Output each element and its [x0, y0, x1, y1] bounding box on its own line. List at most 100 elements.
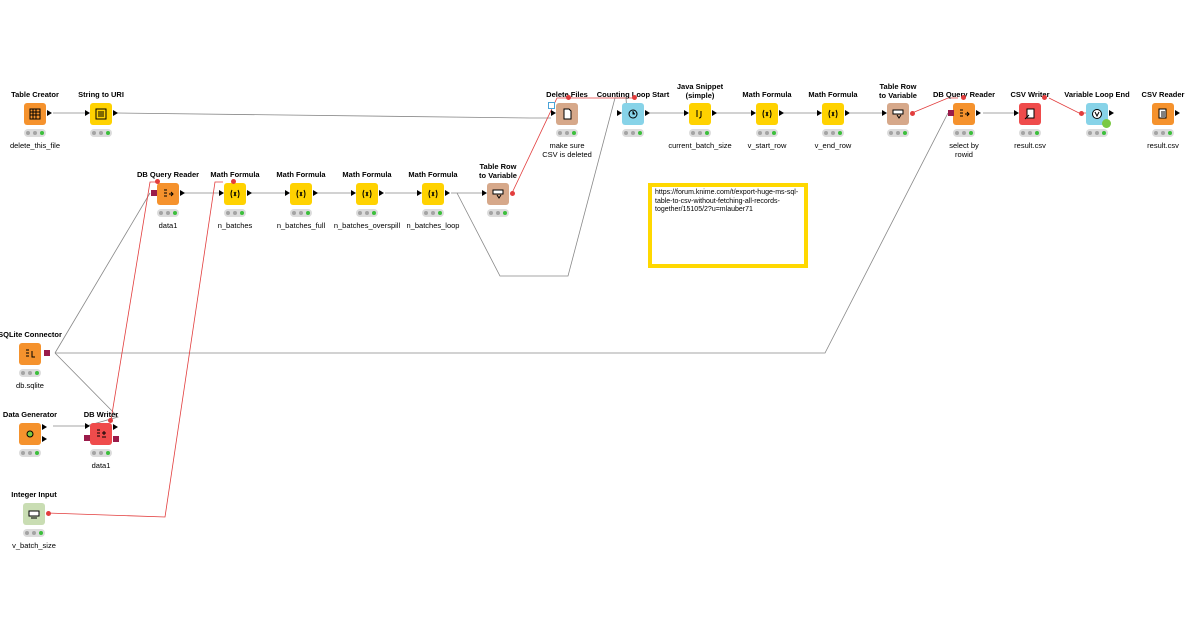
node-db-query-reader-top[interactable]: DB Query Reader select by rowid: [904, 90, 1024, 170]
node-label: result.csv: [1014, 141, 1046, 150]
node-status: [556, 129, 578, 137]
integer-input-icon: [23, 503, 45, 525]
file-delete-icon: [556, 103, 578, 125]
workflow-annotation[interactable]: https://forum.knime.com/t/export-huge-ms…: [648, 183, 808, 268]
node-csv-reader[interactable]: CSV Reader result.csv: [1103, 90, 1200, 170]
node-label: make sure CSV is deleted: [542, 141, 592, 159]
formula-icon: [422, 183, 444, 205]
node-title: DB Query Reader: [136, 170, 200, 179]
node-label: data1: [91, 461, 111, 470]
node-title: Math Formula: [808, 90, 858, 99]
db-read-icon: [953, 103, 975, 125]
node-delete-files[interactable]: Delete Files make sure CSV is deleted: [507, 90, 627, 170]
node-sqlite-connector[interactable]: SQLite Connector db.sqlite: [0, 330, 90, 410]
node-title: CSV Writer: [1010, 90, 1050, 99]
node-status: [622, 129, 644, 137]
node-title: Math Formula: [408, 170, 458, 179]
formula-icon: [224, 183, 246, 205]
node-variable-loop-end[interactable]: Variable Loop End: [1037, 90, 1157, 170]
node-status: [224, 209, 246, 217]
node-title: CSV Reader: [1141, 90, 1185, 99]
node-table-row-to-variable-top[interactable]: Table Row to Variable: [838, 82, 958, 162]
generator-icon: [19, 423, 41, 445]
db-connect-icon: [19, 343, 41, 365]
loop-start-icon: [622, 103, 644, 125]
formula-icon: [290, 183, 312, 205]
node-db-query-reader-mid[interactable]: DB Query Reader data1: [108, 170, 228, 250]
node-label: n_batches: [217, 221, 253, 230]
csv-write-icon: [1019, 103, 1041, 125]
edge-data: [456, 97, 628, 277]
node-label: delete_this_file: [9, 141, 61, 150]
edge-variable: [46, 181, 223, 518]
node-label: n_batches_loop: [406, 221, 460, 230]
formula-icon: [356, 183, 378, 205]
node-java-snippet[interactable]: Java Snippet (simple) current_batch_size: [640, 82, 760, 162]
node-math-formula-v-start[interactable]: Math Formula v_start_row: [707, 90, 827, 170]
node-status: [19, 369, 41, 377]
csv-read-icon: [1152, 103, 1174, 125]
node-status: [1019, 129, 1041, 137]
node-db-writer[interactable]: DB Writer data1: [41, 410, 161, 490]
node-title: Data Generator: [2, 410, 58, 419]
node-math-formula-n-batches-loop[interactable]: Math Formula n_batches_loop: [373, 170, 493, 250]
node-math-formula-n-batches[interactable]: Math Formula n_batches: [175, 170, 295, 250]
node-status: [1152, 129, 1174, 137]
node-title: DB Query Reader: [932, 90, 996, 99]
node-label: v_end_row: [814, 141, 852, 150]
edge-data: [54, 192, 151, 354]
node-status: [24, 129, 46, 137]
node-status: [1086, 129, 1108, 137]
edge-variable: [110, 181, 157, 421]
node-status: [90, 129, 112, 137]
node-title: DB Writer: [83, 410, 119, 419]
node-csv-writer[interactable]: CSV Writer result.csv: [970, 90, 1090, 170]
node-title: Math Formula: [276, 170, 326, 179]
node-label: n_batches_overspill: [333, 221, 401, 230]
node-title: Math Formula: [210, 170, 260, 179]
node-status: [887, 129, 909, 137]
node-table-creator[interactable]: Table Creator delete_this_file: [0, 90, 95, 170]
node-title: Counting Loop Start: [596, 90, 670, 99]
node-label: current_batch_size: [668, 141, 732, 150]
node-math-formula-n-batches-full[interactable]: Math Formula n_batches_full: [241, 170, 361, 250]
node-string-to-uri[interactable]: String to URI: [41, 90, 161, 170]
node-title: Integer Input: [11, 490, 57, 499]
node-status: [157, 209, 179, 217]
node-label: n_batches_full: [276, 221, 326, 230]
edge-data: [116, 112, 551, 119]
node-title: String to URI: [78, 90, 124, 99]
node-integer-input[interactable]: Integer Input v_batch_size: [0, 490, 94, 570]
uri-icon: [90, 103, 112, 125]
node-table-row-to-variable-mid[interactable]: Table Row to Variable: [438, 162, 558, 242]
node-status: [822, 129, 844, 137]
java-icon: [689, 103, 711, 125]
edge-variable: [911, 97, 958, 114]
node-counting-loop-start[interactable]: Counting Loop Start: [573, 90, 693, 170]
db-read-icon: [157, 183, 179, 205]
node-title: Java Snippet (simple): [676, 82, 724, 100]
node-label: data1: [158, 221, 178, 230]
formula-icon: [756, 103, 778, 125]
annotation-text: https://forum.knime.com/t/export-huge-ms…: [655, 189, 799, 213]
node-title: Table Creator: [11, 90, 59, 99]
node-status: [356, 209, 378, 217]
node-status: [756, 129, 778, 137]
node-status: [90, 449, 112, 457]
node-title: Math Formula: [742, 90, 792, 99]
node-label: result.csv: [1147, 141, 1179, 150]
node-title: Math Formula: [342, 170, 392, 179]
node-math-formula-n-batches-overspill[interactable]: Math Formula n_batches_overspill: [307, 170, 427, 250]
node-label: db.sqlite: [16, 381, 44, 390]
node-label: v_start_row: [747, 141, 787, 150]
node-math-formula-v-end[interactable]: Math Formula v_end_row: [773, 90, 893, 170]
node-status: [487, 209, 509, 217]
node-status: [689, 129, 711, 137]
node-data-generator[interactable]: Data Generator: [0, 410, 90, 490]
node-status: [19, 449, 41, 457]
node-status: [953, 129, 975, 137]
row-variable-icon: [487, 183, 509, 205]
node-status: [23, 529, 45, 537]
edge-data: [55, 112, 949, 354]
